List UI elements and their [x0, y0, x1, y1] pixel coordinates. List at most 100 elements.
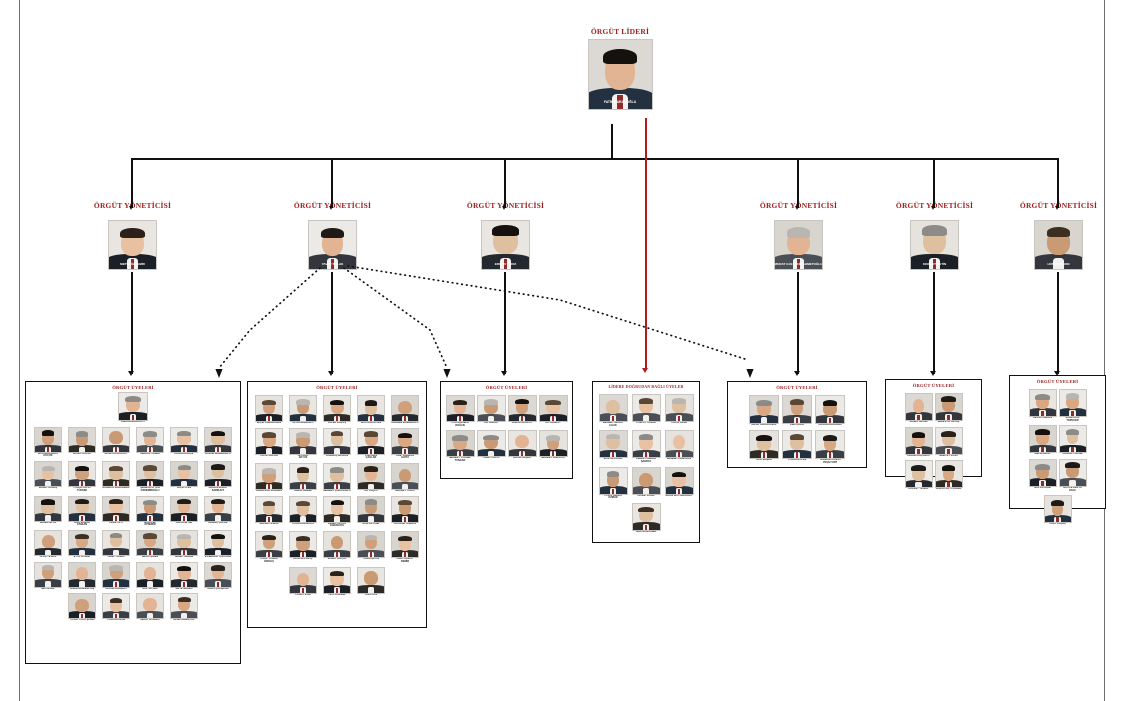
member-cell[interactable]: ZİYA GÖKMEN DOĞAN: [445, 394, 476, 429]
member-cell[interactable]: NAZ BAYRAM: [1028, 458, 1058, 494]
member-cell[interactable]: MELİS ŞAHİN: [133, 529, 167, 561]
member-photo[interactable]: [204, 561, 232, 588]
member-photo[interactable]: [1028, 389, 1057, 417]
member-photo[interactable]: [357, 427, 385, 455]
member-photo[interactable]: [904, 393, 933, 421]
member-cell[interactable]: AZİZ BAŞER: [748, 429, 781, 467]
member-photo[interactable]: [255, 395, 283, 422]
group-lead-photo[interactable]: [118, 392, 148, 421]
member-photo[interactable]: [934, 393, 963, 421]
member-photo[interactable]: [934, 426, 963, 455]
member-cell[interactable]: ALİ GÜÇLÜ: [354, 462, 388, 495]
member-photo[interactable]: [289, 531, 317, 559]
member-cell[interactable]: İRFAN MİTTÜRKOĞLU: [663, 466, 696, 502]
member-photo[interactable]: [68, 461, 96, 488]
member-photo[interactable]: [357, 395, 385, 422]
member-cell[interactable]: ALİ KORKUT: [538, 394, 569, 429]
member-photo[interactable]: [445, 395, 475, 422]
member-photo[interactable]: [357, 566, 385, 594]
member-cell[interactable]: MUSTAFA AYDIN: [354, 394, 388, 427]
member-photo[interactable]: [289, 463, 317, 491]
member-photo[interactable]: [904, 460, 933, 489]
member-photo[interactable]: [323, 427, 351, 455]
member-cell[interactable]: CEMAL CEYDA KARAKAYA: [320, 495, 354, 530]
member-photo[interactable]: [664, 430, 694, 459]
member-photo[interactable]: [476, 395, 506, 422]
member-photo[interactable]: [102, 461, 130, 488]
member-cell[interactable]: BERDİÇ ÇOLAK: [201, 495, 235, 529]
member-cell[interactable]: YAKUP ÖZER: [663, 393, 696, 429]
manager-photo-0[interactable]: [108, 219, 157, 270]
leader-node[interactable]: ÖRGÜT LİDERİ FATİH SARAÇOĞLU: [560, 28, 680, 110]
member-cell[interactable]: RECAFİ KIRGIN: [1028, 388, 1058, 424]
member-cell[interactable]: MURAT AKBAŞ: [31, 460, 65, 494]
group-box-leader-direct[interactable]: LİDERE DOĞRUDAN BAĞLI ÜYELER MEHMET MURA…: [592, 381, 700, 543]
member-cell[interactable]: MURAT KAPICI: [65, 426, 99, 460]
member-cell[interactable]: MEHMET MURAT ÇALIK: [597, 393, 630, 429]
member-photo[interactable]: [136, 593, 164, 620]
member-photo[interactable]: [598, 466, 628, 495]
member-cell[interactable]: GÜNEL BİLGİN: [904, 392, 934, 426]
manager-photo-2[interactable]: [481, 219, 530, 270]
member-cell[interactable]: MUSTAFA NİHAT KÜÇÜK: [31, 426, 65, 460]
member-cell[interactable]: MEHMET YÜKSEL TUNCAR: [445, 429, 476, 464]
member-cell[interactable]: ÖZGÜR BAHÇECİ: [99, 561, 133, 593]
member-cell[interactable]: NASİF SALİHYANAL: [748, 394, 781, 429]
member-cell[interactable]: MEHMET ÇAKICIOĞLU: [320, 462, 354, 495]
member-cell[interactable]: CAN AKIN ÇAĞLAR: [354, 427, 388, 462]
manager-node-0[interactable]: ÖRGÜT YÖNETİCİSİ METİN ÖZDEMİR: [70, 202, 195, 270]
member-photo[interactable]: [476, 430, 506, 458]
leader-photo[interactable]: [587, 38, 653, 110]
member-photo[interactable]: [631, 394, 661, 422]
member-photo[interactable]: [68, 529, 96, 556]
member-photo[interactable]: [34, 529, 62, 556]
member-photo[interactable]: [1028, 425, 1057, 454]
member-photo[interactable]: [255, 495, 283, 523]
member-photo[interactable]: [34, 461, 62, 488]
member-photo[interactable]: [1043, 495, 1072, 524]
member-photo[interactable]: [664, 466, 694, 495]
member-cell[interactable]: CEMİL ALTI: [99, 495, 133, 529]
member-cell[interactable]: BAYRAM TAŞDEN: [388, 495, 422, 530]
member-cell[interactable]: TUNCAY YILMAZ: [630, 393, 663, 429]
member-cell[interactable]: DENİZ DEMİRYOL: [167, 592, 201, 624]
member-photo[interactable]: [34, 561, 62, 588]
member-photo[interactable]: [507, 395, 537, 422]
member-cell[interactable]: TUBA BAYRAM: [99, 592, 133, 624]
member-photo[interactable]: [391, 531, 419, 559]
member-cell[interactable]: İBRAHİM MÜMİNOĞLU: [388, 394, 422, 427]
member-cell[interactable]: ŞERİFE ALTINTAŞ: [934, 392, 964, 426]
member-cell[interactable]: TÜMET POLAT: [476, 429, 507, 464]
member-cell[interactable]: ZAFER KOÇAŞ: [320, 394, 354, 427]
member-photo[interactable]: [1058, 389, 1087, 417]
member-photo[interactable]: [204, 461, 232, 488]
member-cell[interactable]: LEYLA DEMİR: [320, 566, 354, 599]
member-cell[interactable]: YAĞMUR CANSU YEŞİLYURT: [814, 429, 847, 467]
member-photo[interactable]: [136, 426, 164, 453]
member-cell[interactable]: TEMİZ YILMAZ: [99, 529, 133, 561]
member-cell[interactable]: BAKİ ARSLANER: [630, 502, 663, 536]
member-cell[interactable]: AYDIN KARAKAYA: [286, 495, 320, 530]
member-photo[interactable]: [357, 531, 385, 559]
member-cell[interactable]: DURMUŞ ARSLAN: [320, 427, 354, 462]
member-cell[interactable]: OBRAZLAR GÖÇMEN: [252, 462, 286, 495]
member-photo[interactable]: [391, 495, 419, 523]
member-photo[interactable]: [357, 495, 385, 523]
member-cell[interactable]: CELLOSE ŞİR: [167, 495, 201, 529]
member-cell[interactable]: YUSUF TUNCAY ÖZKILIÇ: [252, 530, 286, 565]
member-photo[interactable]: [507, 430, 537, 458]
manager-node-1[interactable]: ÖRGÜT YÖNETİCİSİ YAVUZ SOLAK: [270, 202, 395, 270]
member-photo[interactable]: [170, 561, 198, 588]
member-photo[interactable]: [289, 495, 317, 523]
member-photo[interactable]: [204, 426, 232, 453]
member-cell[interactable]: METE MADEN: [167, 561, 201, 593]
member-cell[interactable]: METİN BAL: [31, 561, 65, 593]
member-cell[interactable]: MURAT GÖÇAL: [320, 530, 354, 565]
member-photo[interactable]: [204, 529, 232, 556]
member-cell[interactable]: SERAY GÜNDÜZ: [133, 592, 167, 624]
member-cell[interactable]: NİHAYET SUNU: [934, 426, 964, 460]
member-cell[interactable]: BÜLENT YILMAZ: [904, 459, 934, 493]
group-lead-cell[interactable]: EMRAH BAĞDATLI: [109, 392, 157, 424]
